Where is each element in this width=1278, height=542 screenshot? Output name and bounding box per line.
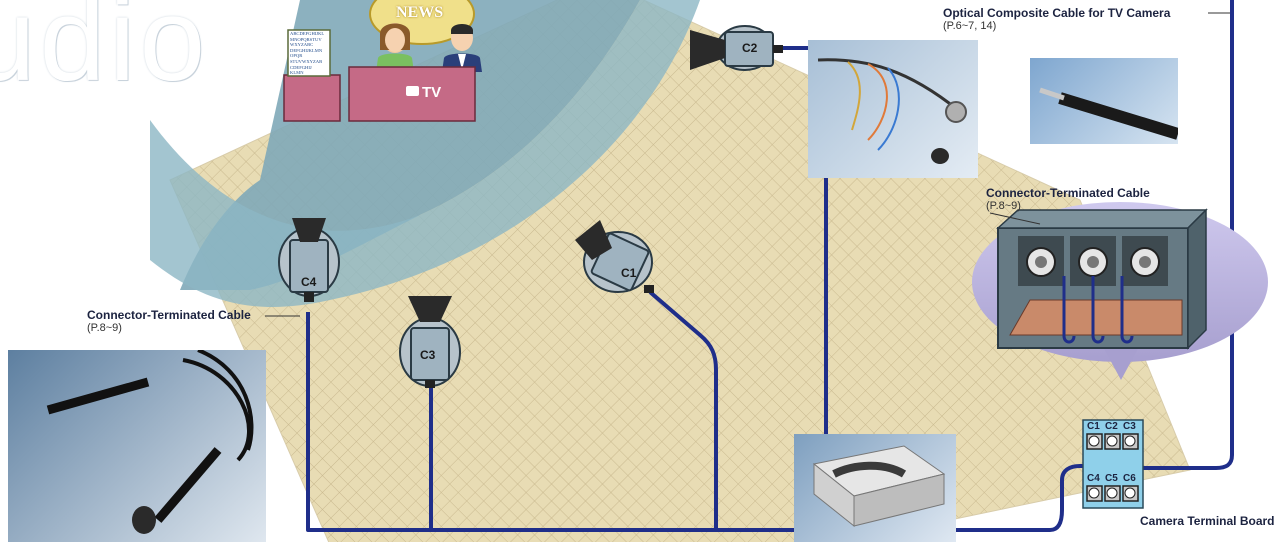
info-board-line: ABCDEFGHIJKL	[290, 31, 325, 36]
camera-cables	[306, 0, 1234, 532]
port-label: C3	[1123, 421, 1136, 432]
camera-c4	[278, 218, 340, 302]
connector-cable-label-right: Connector-Terminated Cable (P.8~9)	[986, 186, 1150, 213]
camera-label-c3: C3	[420, 348, 436, 362]
optical-cable-label: Optical Composite Cable for TV Camera (P…	[943, 6, 1170, 33]
info-board-line: CDEFGHIJ	[290, 64, 312, 70]
news-sign-label: NEWS	[396, 4, 444, 21]
desk-tv-label: TV	[422, 84, 442, 101]
camera-c2	[690, 25, 783, 71]
tv-logo-icon	[406, 86, 419, 96]
info-board-line: STUVWXYZAB	[290, 58, 323, 64]
terminal-ports-bottom: C4 C5 C6	[1087, 473, 1141, 484]
port-label: C2	[1105, 421, 1118, 432]
connector-cable-title-left: Connector-Terminated Cable	[87, 308, 251, 322]
info-board	[287, 29, 331, 77]
optical-cable-photo	[808, 40, 978, 178]
camera-c1	[575, 220, 654, 293]
info-board-line: KLMN	[290, 70, 304, 76]
camera-c3	[399, 296, 461, 388]
connector-cable-pages-left: (P.8~9)	[87, 322, 122, 334]
info-board-line: OPQR	[290, 53, 303, 59]
connector-cable-photo	[8, 350, 266, 542]
optical-cable-title: Optical Composite Cable for TV Camera	[943, 6, 1171, 20]
terminal-board-title: Camera Terminal Board	[1140, 514, 1275, 528]
connector-cable-label-left: Connector-Terminated Cable (P.8~9)	[87, 308, 251, 335]
camera-terminal-board	[1082, 419, 1144, 509]
port-label: C1	[1087, 421, 1100, 432]
camera-label-c1: C1	[621, 266, 637, 280]
connector-panel-closeup	[996, 208, 1208, 350]
terminal-board-label: Camera Terminal Board	[1140, 514, 1275, 528]
camera-label-c4: C4	[301, 275, 317, 289]
port-label: C4	[1087, 473, 1100, 484]
background-studio-word: udio	[0, 0, 210, 106]
info-board-text: ABCDEFGHIJKL MNOPQRSTUV WXYZABC DEFGHIJK…	[290, 31, 324, 76]
connector-cable-pages-right: (P.8~9)	[986, 200, 1021, 212]
optical-cable-pages: (P.6~7, 14)	[943, 20, 997, 32]
cable-closeup-photo	[1030, 58, 1178, 144]
info-board-line: DEFGHIJKLMN	[290, 47, 323, 53]
news-anchors	[376, 23, 482, 72]
info-board-line: WXYZABC	[290, 42, 314, 48]
camera-label-c2: C2	[742, 41, 758, 55]
terminal-ports-top: C1 C2 C3	[1087, 421, 1141, 432]
port-label: C6	[1123, 473, 1136, 484]
terminal-box-photo	[794, 434, 956, 542]
info-board-line: MNOPQRSTUV	[290, 36, 322, 42]
connector-cable-title-right: Connector-Terminated Cable	[986, 186, 1150, 200]
port-label: C5	[1105, 473, 1118, 484]
